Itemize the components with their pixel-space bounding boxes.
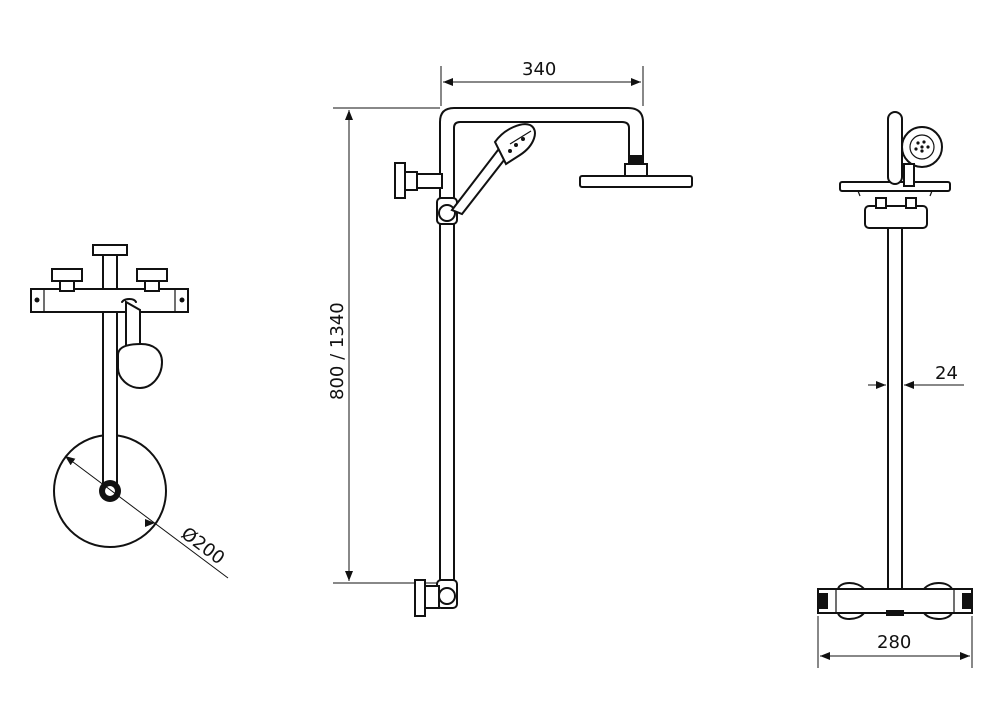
bottom-knob xyxy=(414,579,426,617)
top-handle xyxy=(92,244,128,256)
diameter-dim-line xyxy=(64,455,229,579)
hand-shower-top xyxy=(125,300,141,351)
rail-diameter-label: 24 xyxy=(935,363,958,384)
right-knob xyxy=(136,268,168,282)
side-mixer-block xyxy=(864,205,928,229)
side-view: 24 280 xyxy=(817,111,973,668)
hand-shower-front xyxy=(450,148,510,216)
top-view: Ø200 xyxy=(30,244,229,579)
left-knob xyxy=(51,268,83,282)
side-base-mixer xyxy=(817,588,973,614)
height-label: 800 / 1340 xyxy=(327,302,348,400)
rail-front xyxy=(439,219,455,589)
rail-side xyxy=(887,227,903,591)
upper-knob xyxy=(394,162,406,199)
arm-width-label: 340 xyxy=(522,59,556,80)
mixer-bar-top xyxy=(30,288,189,313)
front-view: 800 / 1340 340 xyxy=(327,59,693,617)
rain-head-plate xyxy=(579,175,693,188)
base-width-label: 280 xyxy=(877,632,911,653)
